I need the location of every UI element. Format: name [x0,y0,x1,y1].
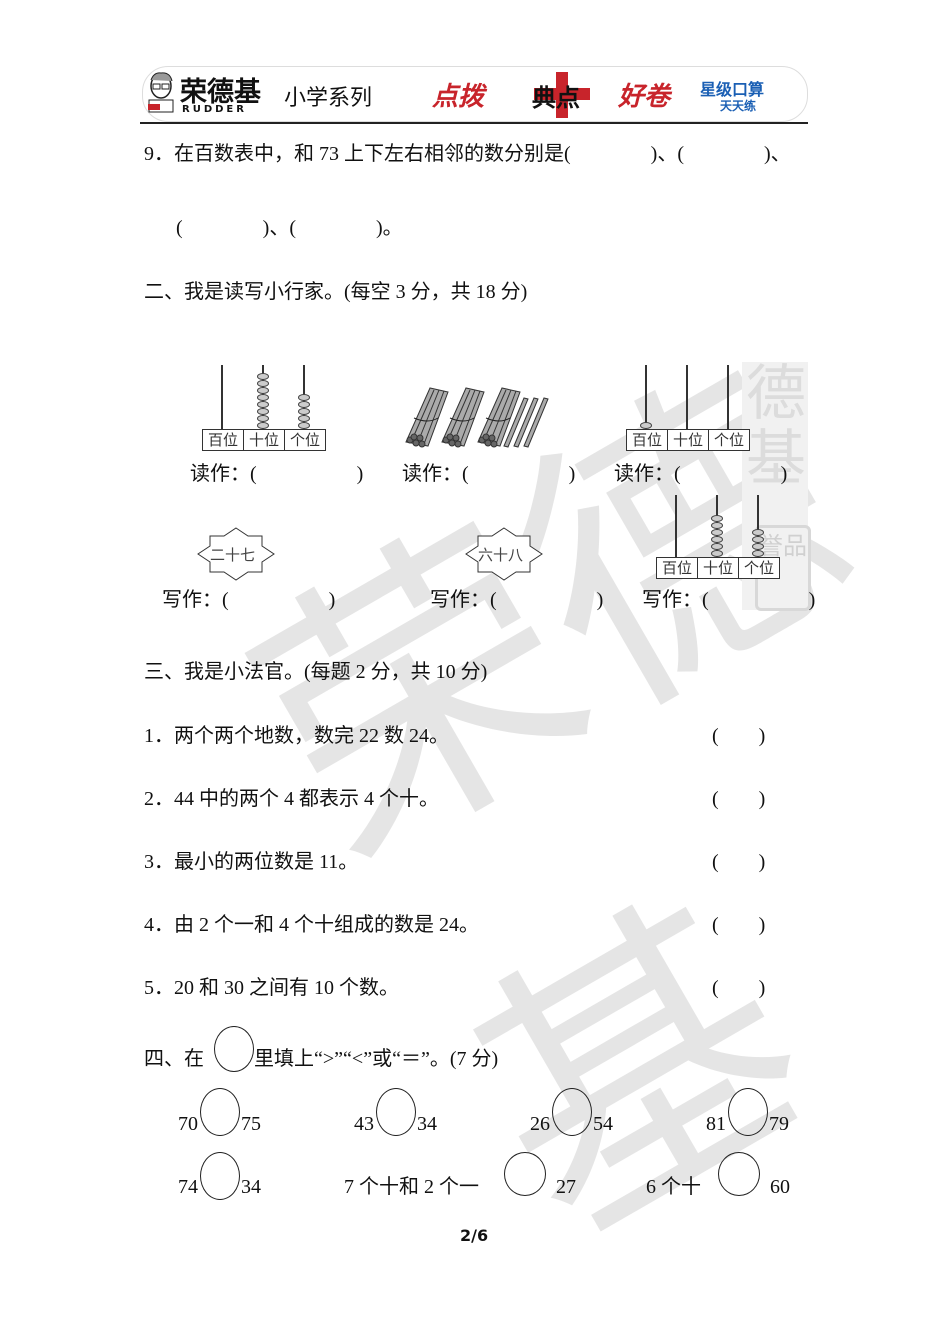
page-header [142,66,808,122]
compare-7-circle[interactable] [718,1152,760,1196]
question-9-line1: 9．在百数表中，和 73 上下左右相邻的数分别是( )、( )、 [144,143,791,165]
judge-item-1: 1．两个两个地数，数完 22 数 24。 [144,725,449,747]
sticks-bundle-image [400,380,560,452]
compare-1-circle[interactable] [200,1088,240,1136]
watermark-side-2: 基 [746,424,806,494]
place-ones: 个位 [743,559,774,577]
header-divider [140,122,808,124]
logo-diandian: 典点 [530,72,594,118]
compare-1-left: 70 [178,1113,198,1135]
logo-diandian-text: 典点 [532,84,580,112]
logo-dianbo: 点拨 [432,82,485,112]
abacus-1: 百位 十位 个位 [200,365,326,453]
compare-4-circle[interactable] [728,1088,768,1136]
section-4-title-post: 里填上“>”“<”或“＝”。(7 分) [254,1048,499,1070]
write-blank-3[interactable]: 写作：( ) [642,589,816,611]
star-badge-2: 六十八 [464,526,544,582]
judge-answer-2[interactable]: ( ) [712,788,766,810]
place-tens: 十位 [698,558,739,578]
judge-answer-5[interactable]: ( ) [712,977,766,999]
compare-7-left: 6 个十 [646,1176,701,1198]
judge-item-2: 2．44 中的两个 4 都表示 4 个十。 [144,788,439,810]
write-blank-1[interactable]: 写作：( ) [162,589,336,611]
place-tens: 十位 [244,430,285,450]
compare-2-right: 34 [417,1113,437,1135]
page-number: 2/6 [460,1226,489,1245]
compare-3-right: 54 [593,1113,613,1135]
abacus-3: 百位 十位 个位 [654,495,780,583]
judge-item-5: 5．20 和 30 之间有 10 个数。 [144,977,399,999]
compare-7-right: 60 [770,1176,790,1198]
logo-tiantianlian: 天天练 [720,99,757,113]
question-9-line2: ( )、( )。 [176,217,403,239]
read-blank-2[interactable]: 读作：( ) [402,463,576,485]
compare-4-right: 79 [769,1113,789,1135]
compare-6-circle[interactable] [504,1152,546,1196]
judge-answer-1[interactable]: ( ) [712,725,766,747]
place-hundreds: 百位 [657,558,698,578]
compare-5-circle[interactable] [200,1152,240,1200]
brand-english: RUDDER [182,104,247,115]
watermark-side-1: 德 [746,359,806,429]
section-4-title-pre: 四、在 [144,1048,204,1070]
judge-answer-4[interactable]: ( ) [712,914,766,936]
place-ones: 个位 [713,431,744,449]
place-ones: 个位 [289,431,320,449]
compare-3-left: 26 [530,1113,550,1135]
section-3-title: 三、我是小法官。(每题 2 分，共 10 分) [144,661,488,683]
compare-5-right: 34 [241,1176,261,1198]
brand-name: 荣德基 [180,77,261,108]
write-blank-2[interactable]: 写作：( ) [430,589,604,611]
compare-6-right: 27 [556,1176,576,1198]
compare-4-left: 81 [706,1113,726,1135]
compare-5-left: 74 [178,1176,198,1198]
series-title: 小学系列 [284,86,373,111]
place-tens: 十位 [668,430,709,450]
judge-answer-3[interactable]: ( ) [712,851,766,873]
logo-haojuan: 好卷 [618,82,671,112]
read-blank-3[interactable]: 读作：( ) [614,463,788,485]
compare-1-right: 75 [241,1113,261,1135]
place-hundreds: 百位 [203,430,244,450]
star-badge-1: 二十七 [196,526,276,582]
compare-2-circle[interactable] [376,1088,416,1136]
star-label-2: 六十八 [478,546,524,564]
read-blank-1[interactable]: 读作：( ) [190,463,364,485]
star-label-1: 二十七 [210,546,256,564]
compare-3-circle[interactable] [552,1088,592,1136]
judge-item-4: 4．由 2 个一和 4 个十组成的数是 24。 [144,914,479,936]
abacus-2: 百位 十位 个位 [624,365,750,453]
compare-6-left: 7 个十和 2 个一 [344,1176,479,1198]
compare-2-left: 43 [354,1113,374,1135]
circle-example-icon [214,1026,254,1072]
judge-item-3: 3．最小的两位数是 11。 [144,851,359,873]
mascot-icon [146,70,176,114]
place-hundreds: 百位 [627,430,668,450]
logo-xingji: 星级口算 [700,80,765,99]
section-2-title: 二、我是读写小行家。(每空 3 分，共 18 分) [144,281,528,303]
